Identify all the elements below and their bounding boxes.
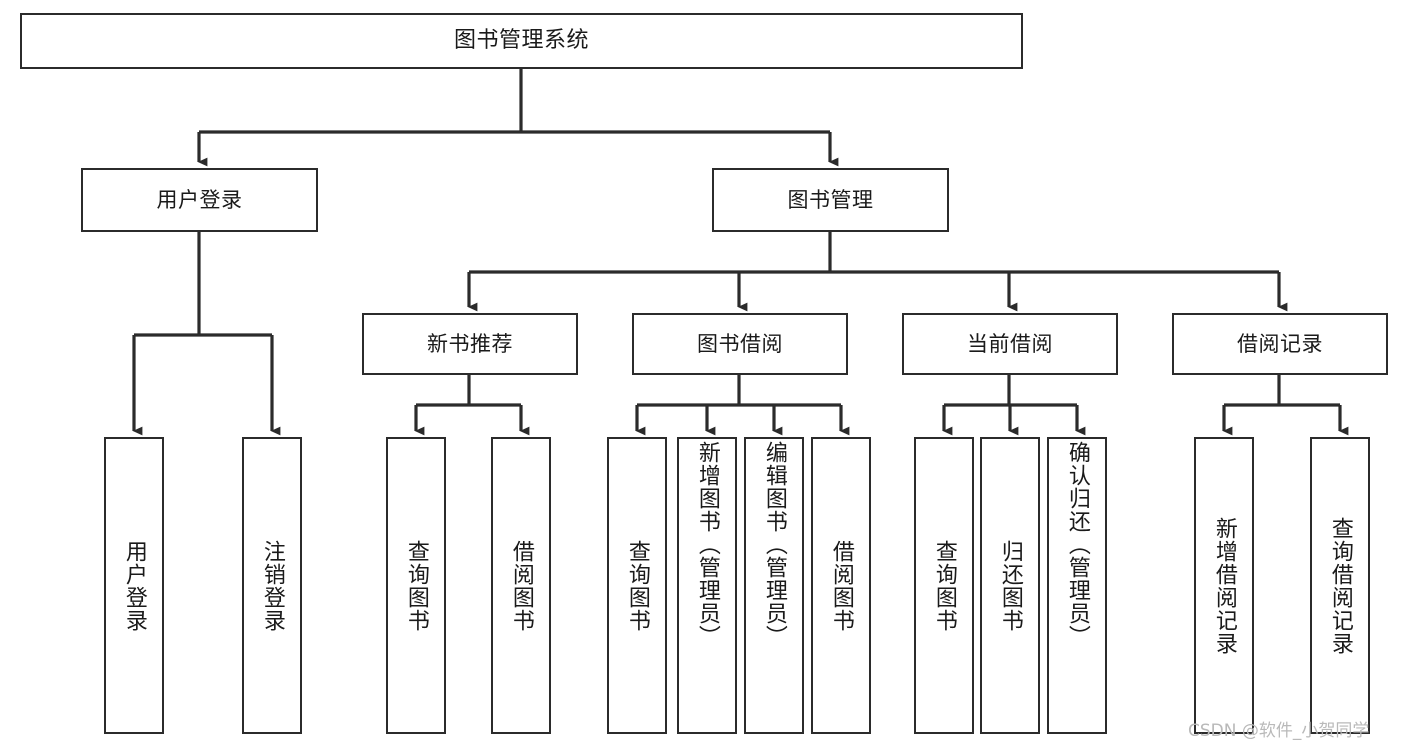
- node-label: 查询借阅记录: [1327, 516, 1353, 655]
- node-label: 图书管理系统: [453, 28, 589, 54]
- node-label: 借阅图书: [508, 539, 534, 632]
- node-label: 查询图书: [931, 539, 957, 632]
- node-leaf-borrow-book[interactable]: 借阅图书: [811, 437, 871, 734]
- node-book-borrow[interactable]: 图书借阅: [632, 313, 848, 375]
- node-book-management[interactable]: 图书管理: [712, 168, 949, 232]
- node-label: 新增借阅记录: [1211, 516, 1237, 655]
- node-leaf-edit-book[interactable]: 编辑图书（管理员）: [744, 437, 804, 734]
- node-leaf-borrow-book-recommend[interactable]: 借阅图书: [491, 437, 551, 734]
- node-label: 借阅图书: [828, 539, 854, 632]
- node-label: 图书借阅: [697, 331, 783, 356]
- node-leaf-query-record[interactable]: 查询借阅记录: [1310, 437, 1370, 734]
- node-leaf-confirm-return[interactable]: 确认归还（管理员）: [1047, 437, 1107, 734]
- node-label: 用户登录: [156, 187, 243, 212]
- node-label: 归还图书: [997, 539, 1023, 632]
- node-label: 图书管理: [787, 187, 874, 212]
- node-leaf-query-book-borrow[interactable]: 查询图书: [607, 437, 667, 734]
- node-label: 用户登录: [121, 539, 147, 632]
- node-root-system[interactable]: 图书管理系统: [20, 13, 1023, 69]
- node-leaf-user-login[interactable]: 用户登录: [104, 437, 164, 734]
- node-label: 当前借阅: [967, 331, 1053, 356]
- node-leaf-logout[interactable]: 注销登录: [242, 437, 302, 734]
- node-label: 新书推荐: [427, 331, 513, 356]
- node-new-book-recommend[interactable]: 新书推荐: [362, 313, 578, 375]
- node-label: 编辑图书（管理员）: [761, 441, 787, 648]
- node-borrow-record[interactable]: 借阅记录: [1172, 313, 1388, 375]
- node-leaf-return-book[interactable]: 归还图书: [980, 437, 1040, 734]
- node-label: 确认归还（管理员）: [1064, 441, 1090, 648]
- node-leaf-query-book-recommend[interactable]: 查询图书: [386, 437, 446, 734]
- node-leaf-add-book[interactable]: 新增图书（管理员）: [677, 437, 737, 734]
- node-current-borrow[interactable]: 当前借阅: [902, 313, 1118, 375]
- node-label: 借阅记录: [1237, 331, 1323, 356]
- node-label: 新增图书（管理员）: [694, 441, 720, 648]
- node-label: 注销登录: [259, 539, 285, 632]
- node-label: 查询图书: [403, 539, 429, 632]
- node-user-login[interactable]: 用户登录: [81, 168, 318, 232]
- node-label: 查询图书: [624, 539, 650, 632]
- csdn-watermark: CSDN @软件_小贺同学: [1188, 721, 1370, 741]
- node-leaf-query-book-current[interactable]: 查询图书: [914, 437, 974, 734]
- node-leaf-add-record[interactable]: 新增借阅记录: [1194, 437, 1254, 734]
